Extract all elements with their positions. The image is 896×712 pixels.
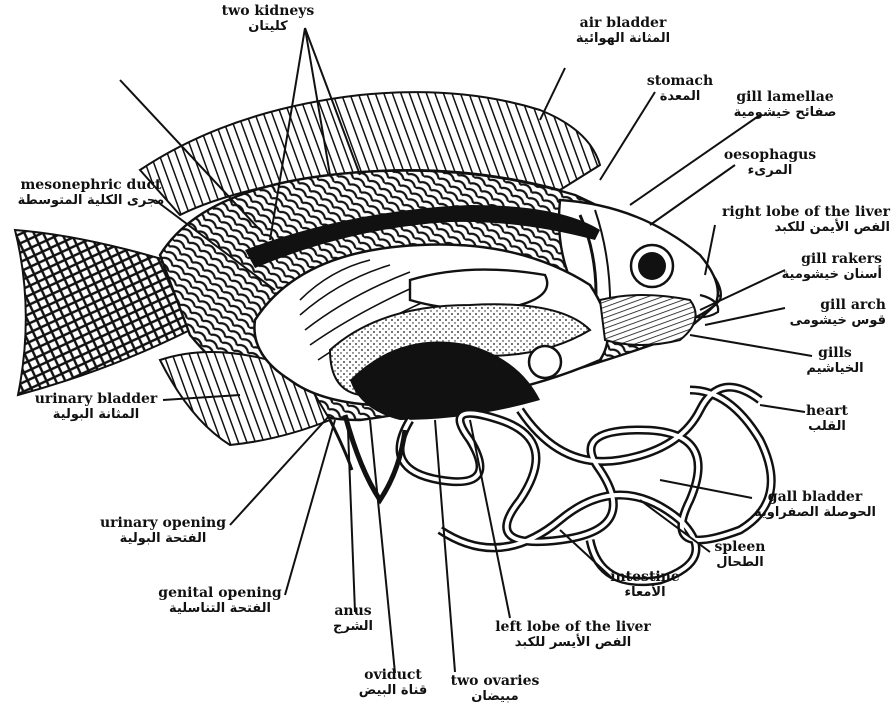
label-intestine: intestine الأمعاء	[600, 570, 690, 600]
label-en: intestine	[600, 570, 690, 586]
label-ar: المرىء	[715, 164, 825, 179]
label-ar: قناة البيض	[348, 684, 438, 699]
label-ar: القلب	[792, 420, 862, 435]
label-ar: المثانة البولية	[26, 408, 166, 423]
label-en: stomach	[640, 74, 720, 90]
label-ar: مجرى الكلية المتوسطة	[8, 194, 174, 209]
label-en: gill lamellae	[730, 90, 840, 106]
label-en: oviduct	[348, 668, 438, 684]
label-ar: الأمعاء	[600, 586, 690, 601]
label-en: anus	[318, 604, 388, 620]
label-ar: المعدة	[640, 90, 720, 105]
label-ar: المثانة الهوائية	[568, 32, 678, 47]
label-en: genital opening	[150, 586, 290, 602]
label-mesonephric-duct: mesonephric duct مجرى الكلية المتوسطة	[8, 178, 174, 208]
label-en: heart	[792, 404, 862, 420]
heart-organ	[529, 346, 561, 378]
label-urinary-bladder: urinary bladder المثانة البولية	[26, 392, 166, 422]
label-ar: أسنان خيشومية	[752, 268, 882, 283]
label-oviduct: oviduct قناة البيض	[348, 668, 438, 698]
label-ar: الفص الأيمن للكبد	[704, 221, 890, 236]
label-en: two kidneys	[213, 4, 323, 20]
label-en: gill rakers	[752, 252, 882, 268]
label-ar: الفتحة البولية	[88, 532, 238, 547]
label-en: urinary bladder	[26, 392, 166, 408]
label-en: air bladder	[568, 16, 678, 32]
label-two-kidneys: two kidneys كليتان	[213, 4, 323, 34]
label-en: left lobe of the liver	[478, 620, 668, 636]
label-en: oesophagus	[715, 148, 825, 164]
label-spleen: spleen الطحال	[700, 540, 780, 570]
label-en: urinary opening	[88, 516, 238, 532]
label-en: gill arch	[760, 298, 886, 314]
label-ar: مبيضان	[440, 690, 550, 705]
gills	[600, 295, 696, 345]
label-ar: قوس خيشومى	[760, 314, 886, 329]
label-gill-lamellae: gill lamellae صفائح خيشومية	[730, 90, 840, 120]
label-en: right lobe of the liver	[704, 205, 890, 221]
label-ar: الشرج	[318, 620, 388, 635]
label-air-bladder: air bladder المثانة الهوائية	[568, 16, 678, 46]
air-bladder	[410, 270, 547, 309]
label-ar: الخياشيم	[800, 362, 870, 377]
label-en: spleen	[700, 540, 780, 556]
label-gill-rakers: gill rakers أسنان خيشومية	[752, 252, 882, 282]
label-gill-arch: gill arch قوس خيشومى	[760, 298, 886, 328]
label-en: gills	[800, 346, 870, 362]
label-ar: كليتان	[213, 20, 323, 35]
label-en: mesonephric duct	[8, 178, 174, 194]
label-en: gall bladder	[740, 490, 890, 506]
label-ar: الفص الأيسر للكبد	[478, 636, 668, 651]
label-ar: الطحال	[700, 556, 780, 571]
label-stomach: stomach المعدة	[640, 74, 720, 104]
label-anus: anus الشرج	[318, 604, 388, 634]
label-ar: الفتحة التناسلية	[150, 602, 290, 617]
label-urinary-opening: urinary opening الفتحة البولية	[88, 516, 238, 546]
label-ar: صفائح خيشومية	[730, 106, 840, 121]
label-two-ovaries: two ovaries مبيضان	[440, 674, 550, 704]
label-right-lobe-liver: right lobe of the liver الفص الأيمن للكب…	[704, 205, 890, 235]
label-heart: heart القلب	[792, 404, 862, 434]
label-gall-bladder: gall bladder الحوصلة الصفراوية	[740, 490, 890, 520]
label-genital-opening: genital opening الفتحة التناسلية	[150, 586, 290, 616]
label-left-lobe-liver: left lobe of the liver الفص الأيسر للكبد	[478, 620, 668, 650]
label-ar: الحوصلة الصفراوية	[740, 506, 890, 521]
label-gills: gills الخياشيم	[800, 346, 870, 376]
label-oesophagus: oesophagus المرىء	[715, 148, 825, 178]
label-en: two ovaries	[440, 674, 550, 690]
